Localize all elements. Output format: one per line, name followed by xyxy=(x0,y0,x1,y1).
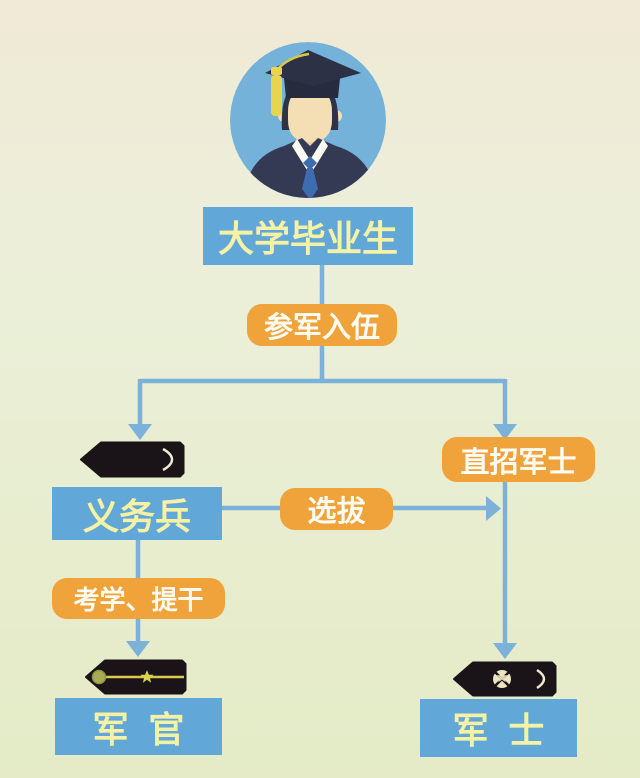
conscript-epaulette-icon xyxy=(80,441,185,478)
exam-promotion-pill: 考学、提干 xyxy=(52,578,225,619)
officer-epaulette-icon xyxy=(85,659,187,695)
arrowhead-right-branch xyxy=(493,424,517,440)
direct-nco-label: 直招军士 xyxy=(460,446,577,479)
graduate-label: 大学毕业生 xyxy=(217,218,398,259)
arrowhead-selection xyxy=(486,496,501,521)
officer-box: 军官 xyxy=(55,698,222,755)
nco-label: 军士 xyxy=(452,710,565,751)
enlist-label: 参军入伍 xyxy=(263,312,380,344)
arrowhead-to-officer xyxy=(126,641,150,657)
officer-label: 军官 xyxy=(92,708,205,750)
graduate-box: 大学毕业生 xyxy=(203,207,413,265)
conscript-label: 义务兵 xyxy=(82,495,191,537)
selection-label: 选拔 xyxy=(307,496,366,528)
conscript-box: 义务兵 xyxy=(52,487,222,540)
nco-epaulette-icon xyxy=(453,661,557,697)
exam-promotion-label: 考学、提干 xyxy=(73,585,204,615)
graduate-avatar-icon xyxy=(230,42,386,198)
arrowhead-left-branch xyxy=(128,424,152,440)
nco-box: 军士 xyxy=(420,699,577,757)
direct-nco-pill: 直招军士 xyxy=(442,437,595,482)
selection-pill: 选拔 xyxy=(280,488,393,530)
enlist-pill: 参军入伍 xyxy=(247,304,397,346)
arrowhead-to-nco xyxy=(493,643,517,659)
